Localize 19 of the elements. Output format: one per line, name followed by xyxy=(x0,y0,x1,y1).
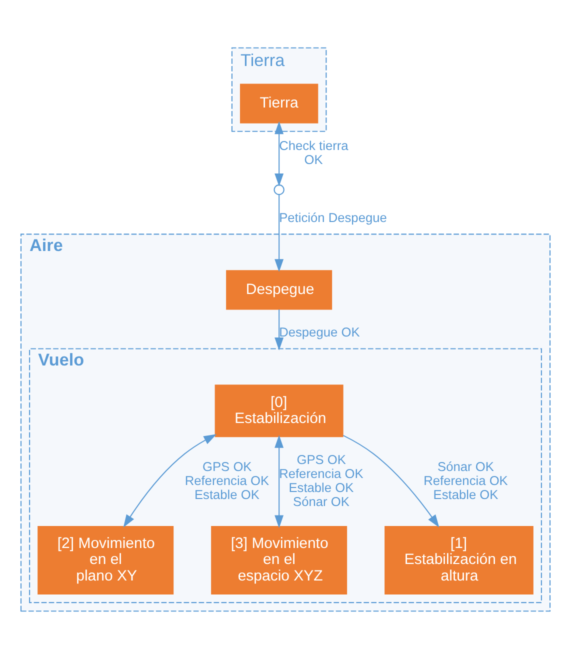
node-box: [2] Movimiento en el plano XY xyxy=(38,526,174,594)
node-box: [0] Estabilización xyxy=(214,384,344,437)
node-circle xyxy=(274,184,284,195)
edge-label: Despegue OK xyxy=(279,324,360,340)
edge-label: Sónar OK Referencia OK Estable OK xyxy=(424,458,508,502)
arrow xyxy=(343,434,440,528)
node-box: Tierra xyxy=(240,83,318,123)
node-box: [3] Movimiento en el espacio XYZ xyxy=(211,526,348,594)
arrow xyxy=(274,434,284,528)
arrow xyxy=(274,120,284,186)
node-box: Despegue xyxy=(226,270,332,310)
edge-label: Petición Despegue xyxy=(279,209,387,224)
node-box: [1] Estabilización en altura xyxy=(384,526,534,594)
edge-label: Check tierra OK xyxy=(279,138,348,167)
arrow xyxy=(274,309,284,350)
edge-label: GPS OK Referencia OK Estable OK Sónar OK xyxy=(279,452,364,508)
arrow xyxy=(274,194,284,272)
arrow xyxy=(123,434,217,528)
edge-label: GPS OK Referencia OK Estable OK xyxy=(184,458,270,502)
